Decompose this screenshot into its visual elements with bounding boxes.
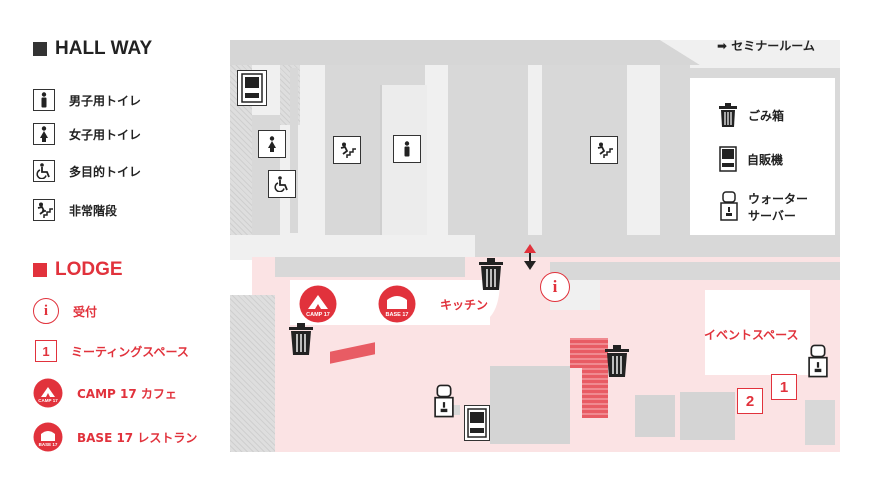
wall-block [635, 395, 675, 437]
seminar-room-link[interactable]: ➡ セミナールーム [717, 37, 815, 54]
trash-icon [719, 103, 737, 127]
legend-emergency-stairs: 非常階段 [33, 199, 117, 221]
legend-label: 男子用トイレ [69, 93, 142, 108]
male-toilet-icon[interactable] [393, 135, 421, 163]
wall-block [475, 235, 840, 257]
trash-icon[interactable] [478, 258, 504, 290]
trash-icon[interactable] [604, 345, 630, 377]
base17-logo[interactable]: BASE 17 [378, 285, 416, 323]
wall-block [448, 65, 528, 235]
legend-label: BASE 17 レストラン [77, 430, 198, 445]
water-server-icon [720, 191, 738, 221]
legend-label: 多目的トイレ [69, 164, 142, 179]
legend-base17: BASE 17 BASE 17 レストラン [33, 422, 197, 452]
wall-block [680, 392, 735, 440]
trash-icon[interactable] [288, 323, 314, 355]
wall-block [230, 295, 275, 452]
female-toilet-icon [33, 123, 55, 145]
vending-machine-icon[interactable] [237, 70, 267, 106]
svg-text:BASE 17: BASE 17 [386, 312, 409, 318]
hallway-title-text: HALL WAY [55, 38, 153, 59]
legend-male-toilet: 男子用トイレ [33, 89, 141, 111]
legend-label: CAMP 17 カフェ [77, 386, 177, 401]
wall-block [230, 65, 252, 235]
center-room [490, 366, 570, 444]
camp17-logo: CAMP 17 [33, 378, 63, 408]
emergency-stairs-icon [33, 199, 55, 221]
water-server-label-line2: サーバー [748, 209, 796, 223]
accessible-toilet-icon[interactable] [268, 170, 296, 198]
lodge-square-marker [33, 263, 47, 277]
hallway-square-marker [33, 42, 47, 56]
wall-block [550, 262, 840, 280]
emergency-stairs-icon[interactable] [590, 136, 618, 164]
water-server-label: ウォーター サーバー [748, 191, 808, 225]
vending-machine-icon [719, 146, 737, 172]
wall-block [805, 400, 835, 445]
top-wall [230, 40, 840, 65]
legend-accessible-toilet: 多目的トイレ [33, 160, 141, 182]
vending-label: 自販機 [747, 152, 784, 167]
legend-female-toilet: 女子用トイレ [33, 123, 141, 145]
legend-label: 受付 [73, 304, 98, 319]
meeting-space-2[interactable]: 2 [737, 388, 763, 414]
event-space [705, 290, 810, 375]
female-toilet-icon[interactable] [258, 130, 286, 158]
map-legend-trash: ごみ箱 [718, 103, 784, 127]
water-server-icon[interactable] [434, 384, 454, 418]
emergency-stairs-icon[interactable] [333, 136, 361, 164]
event-space-label: イベントスペース [704, 328, 799, 342]
arrow-right-icon: ➡ [717, 39, 728, 53]
legend-camp17: CAMP 17 CAMP 17 カフェ [33, 378, 177, 408]
stairs [570, 338, 582, 368]
lodge-title-text: LODGE [55, 259, 123, 280]
legend-meeting-space: 1 ミーティングスペース [35, 340, 189, 362]
wall-block [275, 257, 465, 277]
wall-block [660, 65, 690, 255]
trash-label: ごみ箱 [748, 108, 785, 123]
meeting-space-number-icon: 1 [35, 340, 57, 362]
seminar-room [690, 78, 835, 250]
map-legend-water-server: ウォーター サーバー [720, 191, 808, 225]
water-server-icon[interactable] [808, 344, 828, 378]
wall-block [290, 68, 298, 233]
accessible-toilet-icon [33, 160, 55, 182]
info-icon[interactable]: i [540, 272, 570, 302]
seminar-room-label: セミナールーム [731, 39, 815, 53]
legend-reception: i 受付 [33, 298, 97, 324]
info-icon: i [33, 298, 59, 324]
stairs [582, 338, 608, 418]
kitchen-curve [470, 280, 500, 325]
water-server-label-line1: ウォーター [748, 192, 809, 206]
map-legend-vending: 自販機 [719, 146, 783, 172]
kitchen-label: キッチン [440, 298, 489, 312]
vending-machine-icon[interactable] [464, 405, 490, 441]
svg-text:CAMP 17: CAMP 17 [38, 398, 58, 403]
hallway-legend-title: HALL WAY [33, 38, 152, 60]
legend-label: 女子用トイレ [69, 127, 142, 142]
svg-text:BASE 17: BASE 17 [39, 442, 58, 447]
base17-logo: BASE 17 [33, 422, 63, 452]
up-down-arrow-icon [524, 244, 536, 270]
camp17-logo[interactable]: CAMP 17 [299, 285, 337, 323]
legend-label: ミーティングスペース [71, 344, 189, 359]
meeting-space-1[interactable]: 1 [771, 374, 797, 400]
lodge-legend-title: LODGE [33, 259, 123, 281]
legend-label: 非常階段 [69, 203, 118, 218]
male-toilet-icon [33, 89, 55, 111]
svg-text:CAMP 17: CAMP 17 [306, 312, 330, 318]
wall-block [450, 405, 460, 415]
